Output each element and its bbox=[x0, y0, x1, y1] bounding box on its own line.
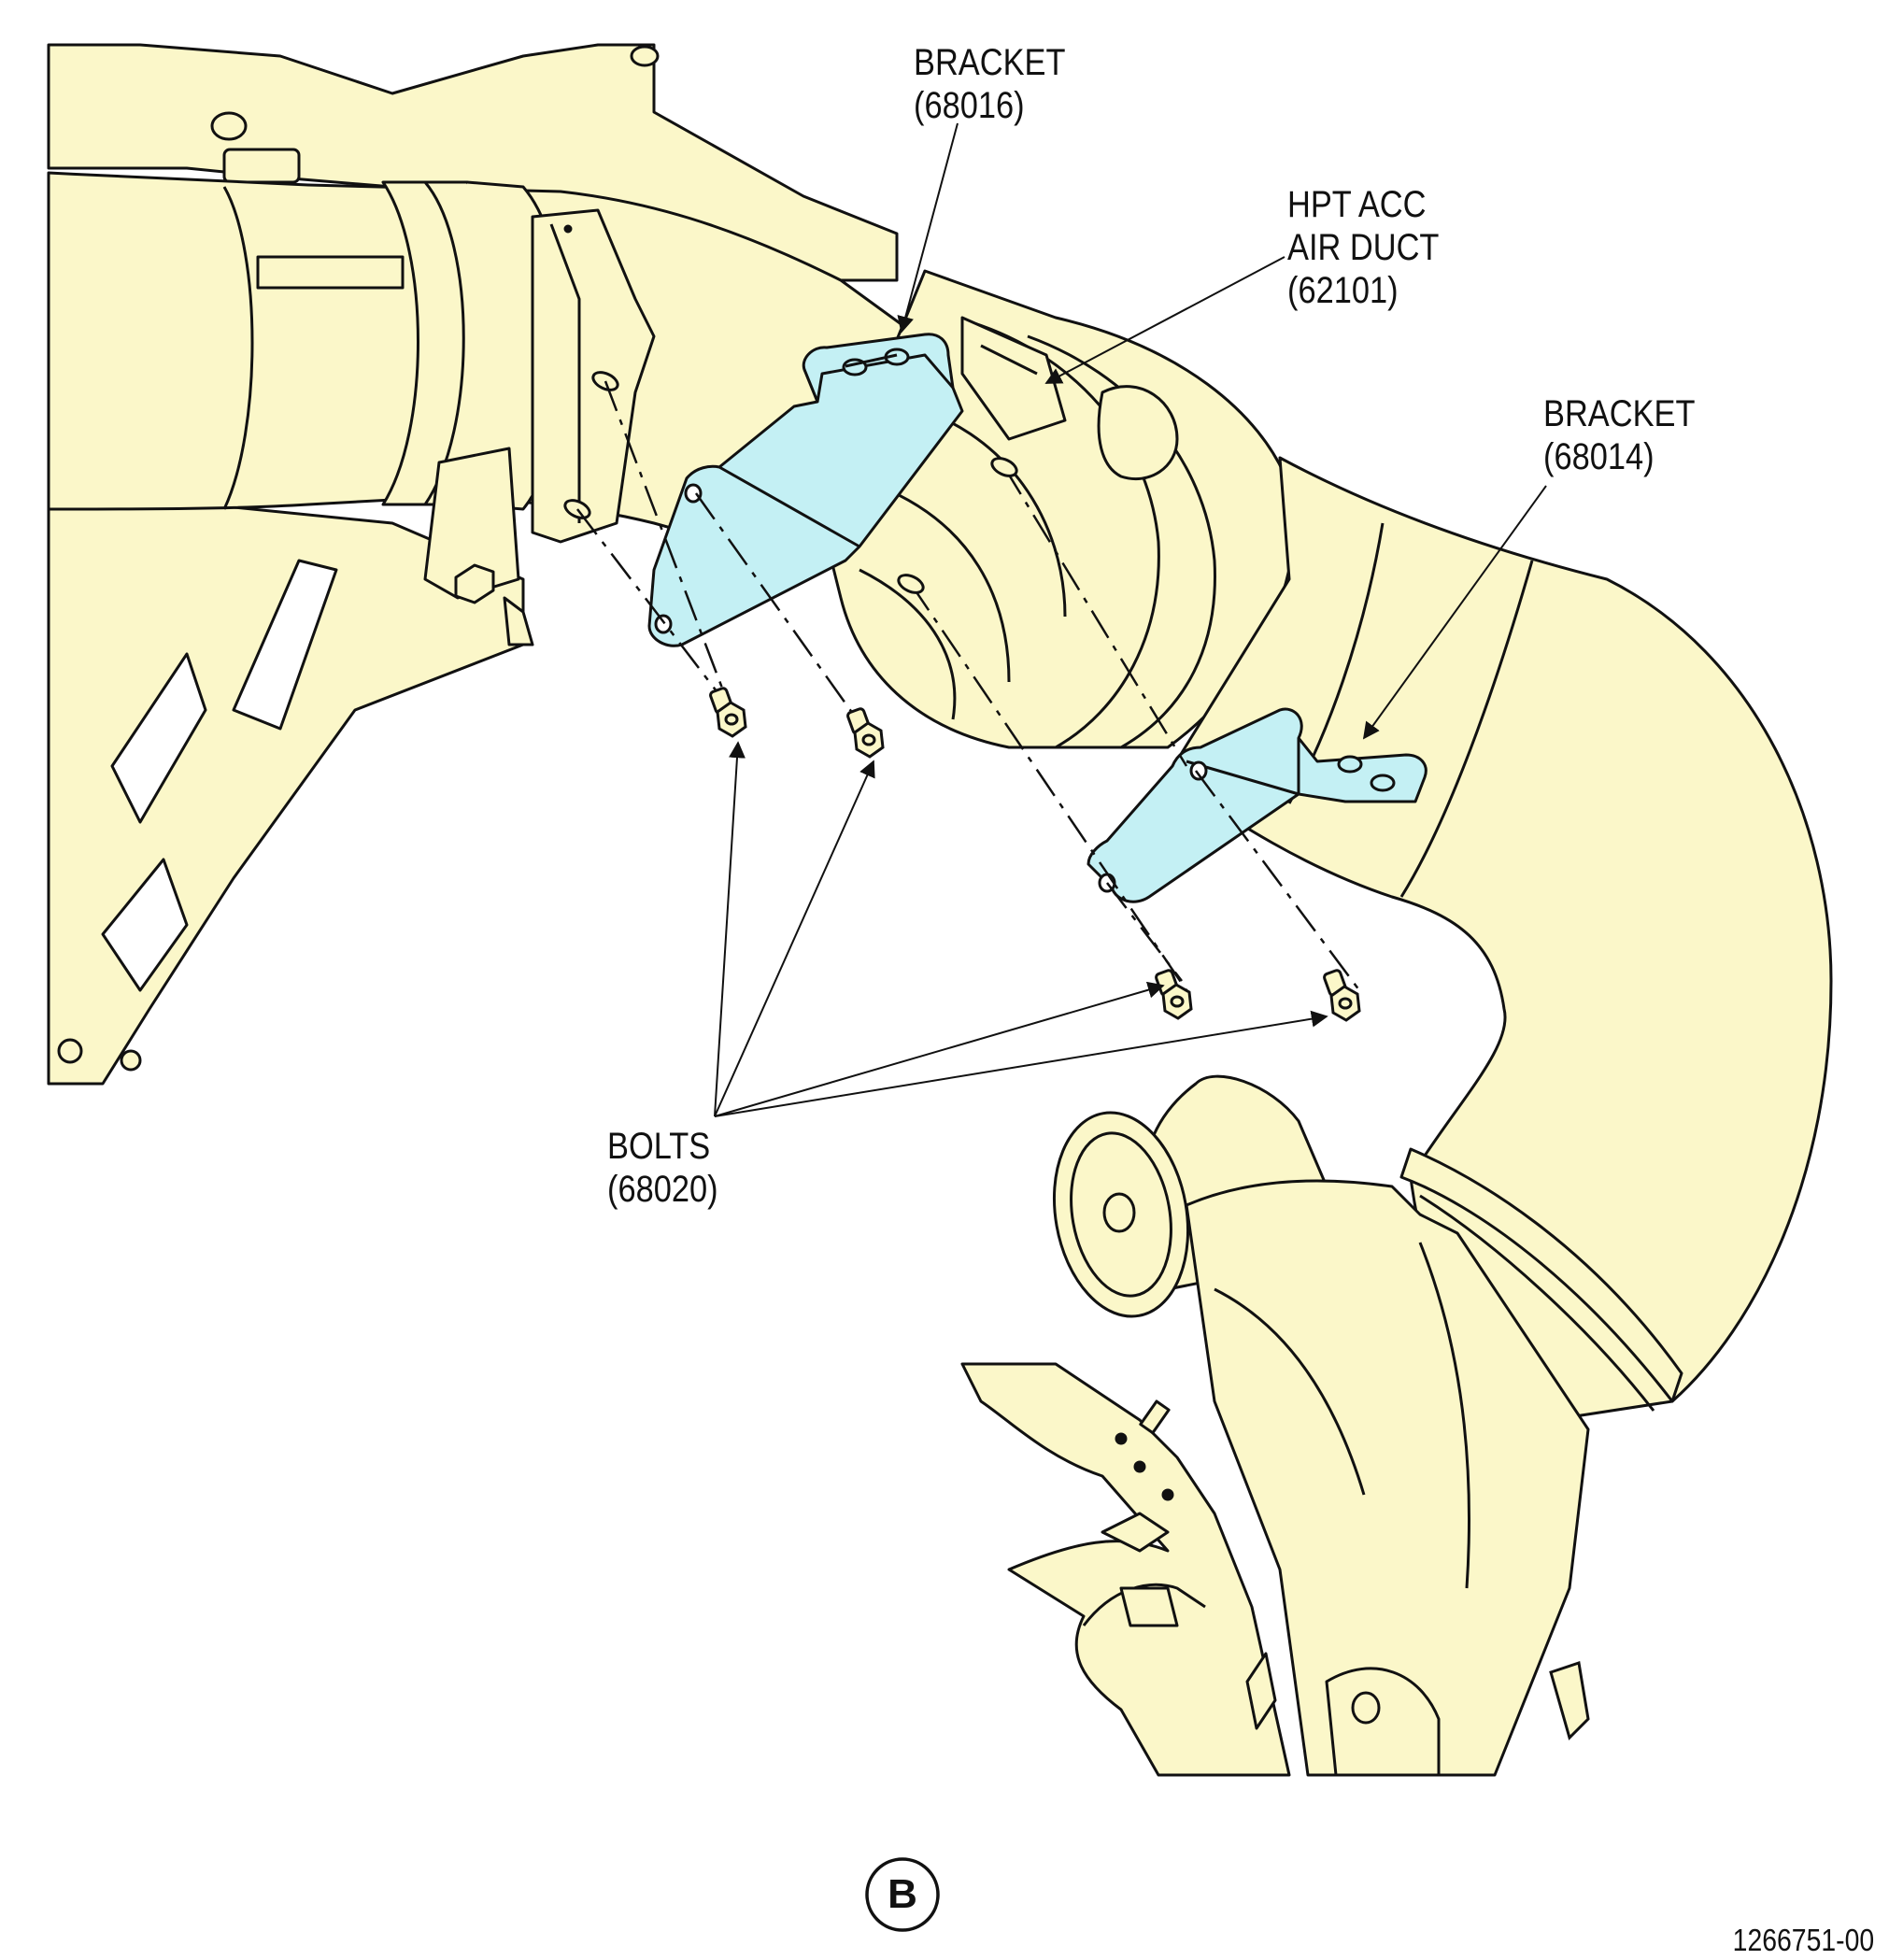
callout-hpt-acc-air-duct-line2: AIR DUCT bbox=[1287, 227, 1440, 268]
bracket-68014 bbox=[1087, 707, 1427, 903]
callout-bracket-68014-name: BRACKET bbox=[1543, 393, 1696, 434]
duct-mount-holes bbox=[897, 457, 1018, 594]
leader-bracket-68014 bbox=[1362, 485, 1547, 740]
callout-bracket-68016: BRACKET (68016) bbox=[914, 41, 1065, 127]
fixed-bracket-left bbox=[531, 208, 656, 544]
callout-hpt-acc-air-duct-part-number: (62101) bbox=[1287, 270, 1399, 311]
lower-mount-fitting bbox=[960, 1074, 1590, 1777]
leader-bolt-1 bbox=[714, 741, 746, 1117]
view-letter: B bbox=[888, 1871, 917, 1917]
bracket-68016 bbox=[647, 333, 964, 647]
callout-bracket-68016-part-number: (68016) bbox=[914, 85, 1025, 126]
leader-bracket-68016 bbox=[897, 122, 959, 334]
bolt bbox=[1155, 969, 1193, 1020]
callout-bolts-part-number: (68020) bbox=[607, 1169, 718, 1210]
right-lower-lug bbox=[1549, 1661, 1590, 1740]
figure-number: 1266751-00 bbox=[1732, 1923, 1874, 1957]
leader-bolt-3 bbox=[714, 981, 1165, 1117]
callout-bolts-name: BOLTS bbox=[607, 1126, 711, 1167]
leader-bolt-4 bbox=[714, 1010, 1328, 1117]
view-letter-circle bbox=[865, 1857, 940, 1932]
bolt bbox=[1323, 969, 1361, 1022]
upper-lugs bbox=[210, 45, 660, 184]
bolt bbox=[709, 687, 747, 738]
callout-bolts: BOLTS (68020) bbox=[607, 1125, 718, 1211]
callout-bracket-68016-name: BRACKET bbox=[914, 42, 1066, 83]
leader-bolt-2 bbox=[714, 760, 875, 1117]
callout-hpt-acc-air-duct-line1: HPT ACC bbox=[1287, 184, 1427, 225]
leader-lines bbox=[714, 122, 1547, 1117]
leader-hpt-acc-air-duct bbox=[1044, 256, 1285, 384]
callout-bracket-68014-part-number: (68014) bbox=[1543, 436, 1655, 477]
callout-hpt-acc-air-duct: HPT ACC AIR DUCT (62101) bbox=[1287, 183, 1439, 312]
bolt bbox=[846, 707, 885, 759]
callout-bracket-68014: BRACKET (68014) bbox=[1543, 392, 1695, 478]
installation-centerlines bbox=[576, 380, 1361, 991]
